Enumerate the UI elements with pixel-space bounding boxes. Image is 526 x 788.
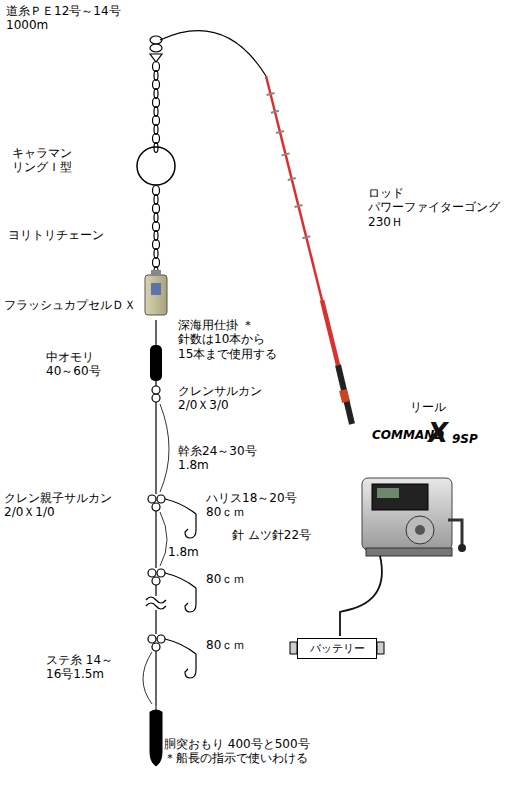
part-label: ロッド パワーファイターゴング 230Ｈ [368, 186, 508, 229]
rod-guide [276, 131, 284, 133]
dimension-label: 80ｃｍ [206, 638, 245, 652]
rod [160, 31, 352, 424]
dimension-label: 1.8m [168, 545, 199, 559]
part-label: キャラマン リングＩ型 [12, 146, 97, 175]
flash-capsule [145, 270, 167, 315]
part-label: 中オモリ 40～60号 [46, 350, 108, 379]
dimension-label: ステ糸 14～16号1.5m [46, 653, 146, 682]
part-label: ヨリトリチェーン [8, 228, 104, 242]
part-label: クレン親子サルカン 2/0Ｘ1/0 [4, 491, 122, 520]
brand-logo: 9SP [452, 432, 478, 446]
middle-sinker [150, 345, 162, 381]
rod-guide [271, 111, 279, 113]
dimension-label: ハリス18～20号 80ｃｍ [206, 491, 301, 520]
part-label: フラッシュカプセルＤＸ [4, 298, 136, 312]
brand-logo: X [428, 418, 448, 449]
rod-guide [282, 153, 290, 155]
main-line [137, 36, 196, 706]
part-label: 胴突おもり 400号と500号 ＊船長の指示で使いわける [164, 737, 316, 766]
battery-box: バッテリー [297, 638, 377, 659]
note-label: 深海用仕掛 ＊針数は10本から 15本まで使用する [178, 318, 286, 361]
node-text: バッテリー [310, 641, 365, 656]
bottom-sinker [150, 706, 162, 766]
rod-guide [302, 236, 310, 238]
dimension-label: 80ｃｍ [206, 572, 245, 586]
power-cable [340, 556, 382, 636]
part-label: クレンサルカン 2/0Ｘ3/0 [178, 384, 278, 413]
part-label: 針 ムツ針22号 [232, 528, 312, 542]
rod-guide [294, 205, 302, 207]
caraman-ring [137, 147, 175, 185]
rod-guide [266, 93, 274, 95]
electric-reel [340, 478, 466, 636]
line-label: 道糸ＰＥ12号～14号 1000m [6, 4, 136, 33]
part-label: リール [410, 400, 446, 414]
dimension-label: 幹糸24～30号 1.8m [178, 444, 268, 473]
rod-guide [288, 178, 296, 180]
